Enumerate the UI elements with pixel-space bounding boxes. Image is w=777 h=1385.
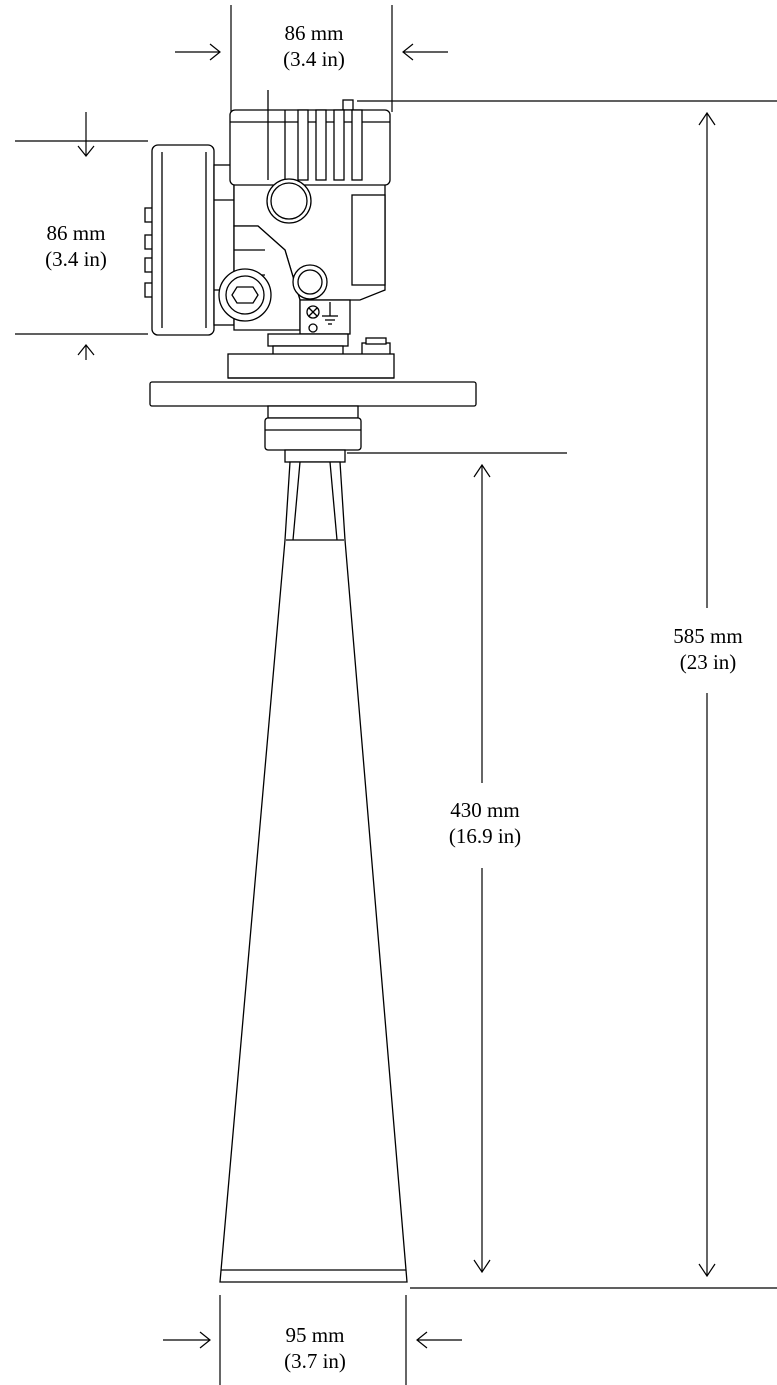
- dim-housing-height: [15, 112, 148, 360]
- dim-overall-height: [357, 100, 777, 1289]
- horn-antenna: [219, 461, 408, 1283]
- housing-width-metric: 86 mm: [284, 21, 344, 45]
- dim-horn-diameter: [163, 1295, 462, 1385]
- device-outline: [144, 90, 477, 1283]
- cable-glands: [218, 178, 328, 322]
- horn-length-label: 430 mm (16.9 in): [428, 797, 542, 849]
- housing-width-imperial: (3.4 in): [283, 47, 345, 71]
- overall-height-label: 585 mm (23 in): [656, 623, 760, 675]
- housing-width-label: 86 mm (3.4 in): [270, 20, 358, 72]
- horn-length-imperial: (16.9 in): [448, 824, 522, 848]
- side-housing: [144, 144, 235, 336]
- horn-diameter-metric: 95 mm: [285, 1323, 345, 1347]
- ground-terminal: [299, 299, 351, 335]
- top-housing: [229, 90, 391, 186]
- dim-horn-length: [347, 452, 567, 1274]
- overall-height-metric: 585 mm: [673, 624, 743, 648]
- horn-diameter-label: 95 mm (3.7 in): [268, 1322, 362, 1374]
- horn-diameter-imperial: (3.7 in): [284, 1349, 346, 1373]
- housing-height-metric: 86 mm: [46, 221, 106, 245]
- housing-height-imperial: (3.4 in): [45, 247, 107, 271]
- horn-length-metric: 430 mm: [450, 798, 520, 822]
- dim-housing-width: [175, 5, 448, 112]
- neck-adapter: [267, 333, 391, 357]
- overall-height-imperial: (23 in): [679, 650, 737, 674]
- flange: [149, 353, 477, 463]
- housing-height-label: 86 mm (3.4 in): [28, 220, 124, 272]
